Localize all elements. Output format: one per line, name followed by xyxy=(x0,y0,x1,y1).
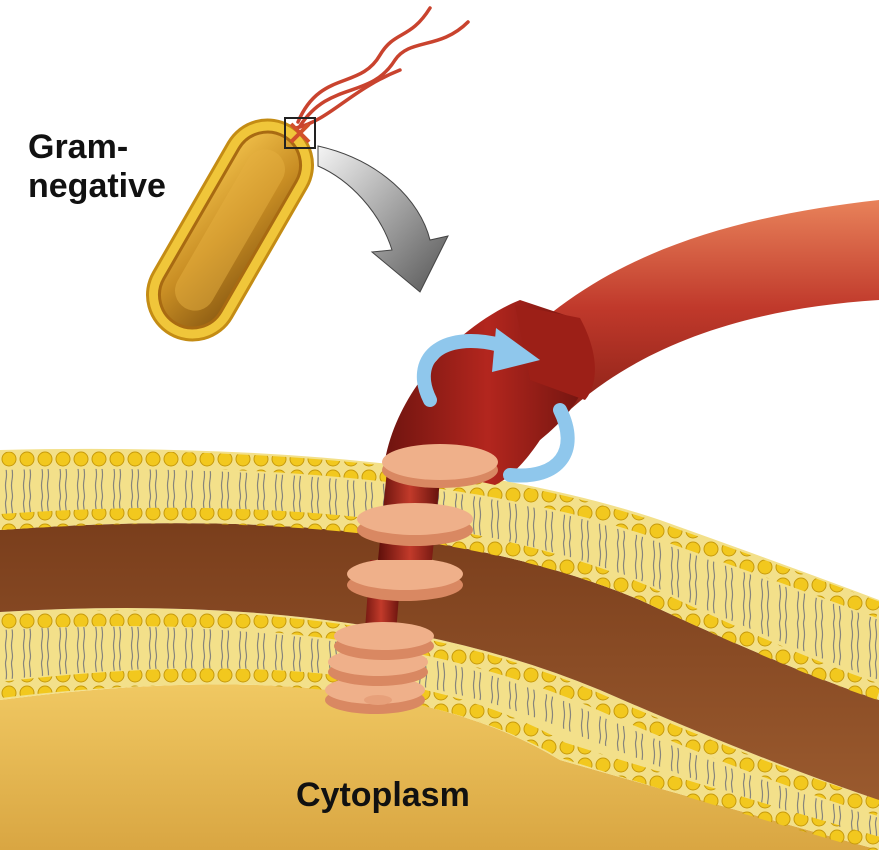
ring-lower-3 xyxy=(334,622,434,660)
ring-upper xyxy=(357,503,473,546)
hook-top-ring xyxy=(382,444,498,488)
ring-middle xyxy=(347,558,463,601)
gram-negative-label-line1: Gram- xyxy=(28,128,166,167)
zoom-callout-arrow-icon xyxy=(318,146,448,292)
gram-negative-label-line2: negative xyxy=(28,167,166,206)
gram-negative-label: Gram- negative xyxy=(28,128,166,206)
cell-flagella xyxy=(296,8,468,128)
cytoplasm-label: Cytoplasm xyxy=(296,776,470,815)
